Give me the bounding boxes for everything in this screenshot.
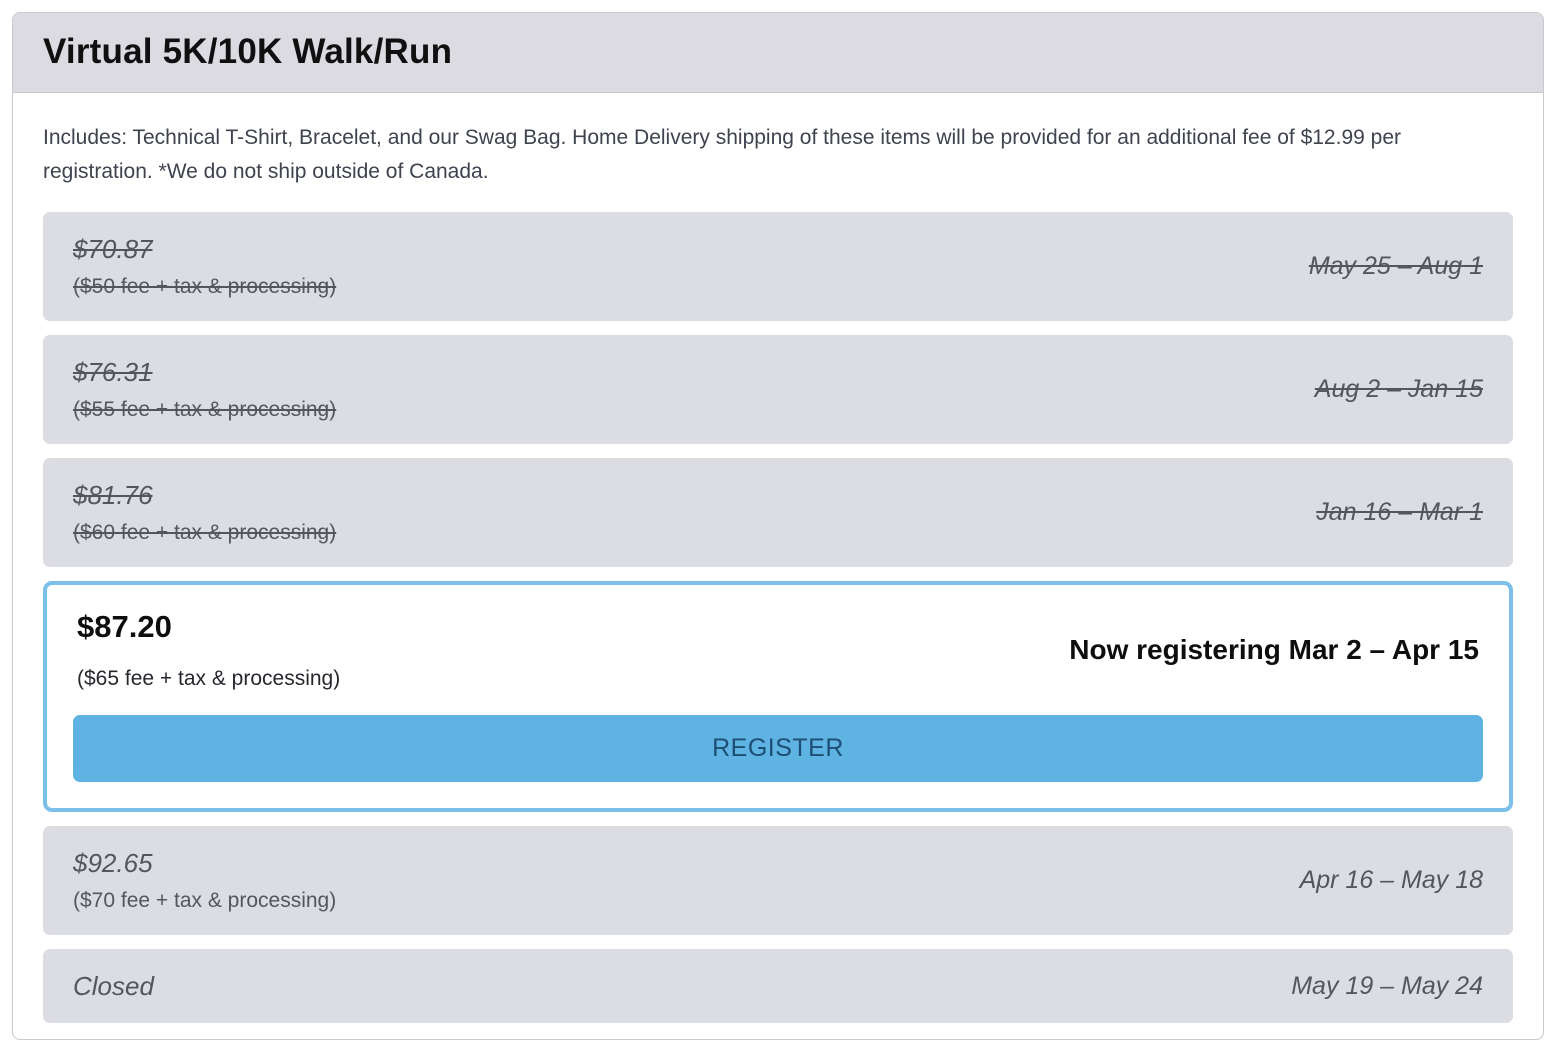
active-tier-info: $87.20 ($65 fee + tax & processing) Now …: [73, 609, 1483, 691]
tier-fee-note: ($60 fee + tax & processing): [73, 521, 337, 545]
tier-dates: Jan 16 – Mar 1: [1316, 498, 1483, 527]
tier-price: $76.31: [73, 357, 153, 388]
tier-price: $92.65: [73, 848, 153, 879]
pricing-tier-row-closed: Closed May 19 – May 24: [43, 949, 1513, 1024]
active-price-block: $87.20 ($65 fee + tax & processing): [77, 609, 340, 691]
tier-dates: May 25 – Aug 1: [1308, 252, 1483, 281]
active-tier-fee-note: ($65 fee + tax & processing): [77, 667, 341, 691]
tier-price: $81.76: [73, 480, 153, 511]
tier-price-block: $81.76 ($60 fee + tax & processing): [73, 480, 336, 545]
tier-price: $70.87: [73, 234, 153, 265]
page-title: Virtual 5K/10K Walk/Run: [43, 31, 453, 71]
active-pricing-tier: $87.20 ($65 fee + tax & processing) Now …: [43, 581, 1513, 813]
pricing-tier-row-past-3: $81.76 ($60 fee + tax & processing) Jan …: [43, 458, 1513, 568]
closed-label: Closed: [73, 970, 154, 1001]
tier-price-block: $76.31 ($55 fee + tax & processing): [73, 357, 336, 422]
card-header: Virtual 5K/10K Walk/Run: [13, 13, 1543, 93]
registration-card: Virtual 5K/10K Walk/Run Includes: Techni…: [12, 12, 1544, 1040]
includes-description: Includes: Technical T-Shirt, Bracelet, a…: [43, 126, 1401, 183]
tier-dates: Aug 2 – Jan 15: [1314, 375, 1483, 404]
tier-fee-note: ($55 fee + tax & processing): [73, 398, 337, 422]
active-tier-price: $87.20: [77, 609, 172, 645]
tier-price-block: $70.87 ($50 fee + tax & processing): [73, 234, 336, 299]
tier-dates: Apr 16 – May 18: [1299, 866, 1483, 895]
pricing-tier-row-past-2: $76.31 ($55 fee + tax & processing) Aug …: [43, 335, 1513, 445]
tier-dates: May 19 – May 24: [1291, 971, 1483, 1000]
tier-fee-note: ($70 fee + tax & processing): [73, 889, 337, 913]
tier-fee-note: ($50 fee + tax & processing): [73, 275, 337, 299]
now-registering-label: Now registering Mar 2 – Apr 15: [1069, 634, 1479, 666]
pricing-tier-row-past-1: $70.87 ($50 fee + tax & processing) May …: [43, 212, 1513, 322]
tier-price-block: $92.65 ($70 fee + tax & processing): [73, 848, 336, 913]
pricing-tier-row-future: $92.65 ($70 fee + tax & processing) Apr …: [43, 826, 1513, 936]
register-button[interactable]: REGISTER: [73, 715, 1483, 783]
card-body: Includes: Technical T-Shirt, Bracelet, a…: [13, 93, 1543, 1039]
